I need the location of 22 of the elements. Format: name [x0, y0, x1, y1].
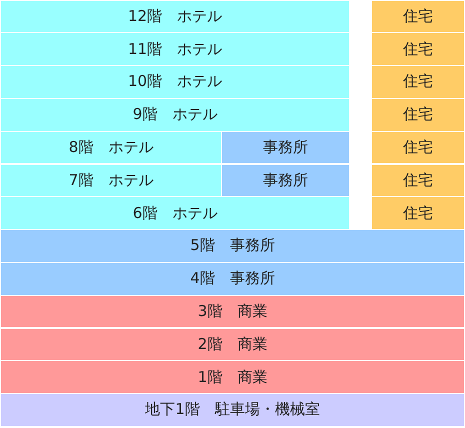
table-cell: 住宅 — [372, 33, 464, 66]
table-cell: 7階 ホテル — [1, 164, 221, 196]
table-cell: 2階 商業 — [1, 328, 464, 360]
table-cell: 6階 ホテル — [1, 197, 349, 230]
table-cell: 住宅 — [372, 98, 464, 131]
table-cell: 11階 ホテル — [1, 33, 349, 66]
table-cell: 住宅 — [372, 164, 464, 196]
table-cell: 10階 ホテル — [1, 66, 349, 98]
table-cell: 住宅 — [372, 197, 464, 230]
table-cell: 9階 ホテル — [1, 98, 349, 131]
table-cell: 8階 ホテル — [1, 132, 221, 164]
table-cell: 住宅 — [372, 66, 464, 98]
table-cell: 4階 事務所 — [1, 262, 464, 295]
table-cell: 住宅 — [372, 132, 464, 164]
table-cell: 1階 商業 — [1, 361, 464, 394]
table-cell: 住宅 — [372, 0, 464, 32]
table-cell: 5階 事務所 — [1, 230, 464, 262]
table-cell: 事務所 — [222, 132, 349, 164]
table-cell: 地下1階 駐車場・機械室 — [1, 394, 464, 426]
table-cell: 事務所 — [222, 164, 349, 196]
table-cell: 3階 商業 — [1, 296, 464, 328]
table-cell: 12階 ホテル — [1, 0, 349, 32]
